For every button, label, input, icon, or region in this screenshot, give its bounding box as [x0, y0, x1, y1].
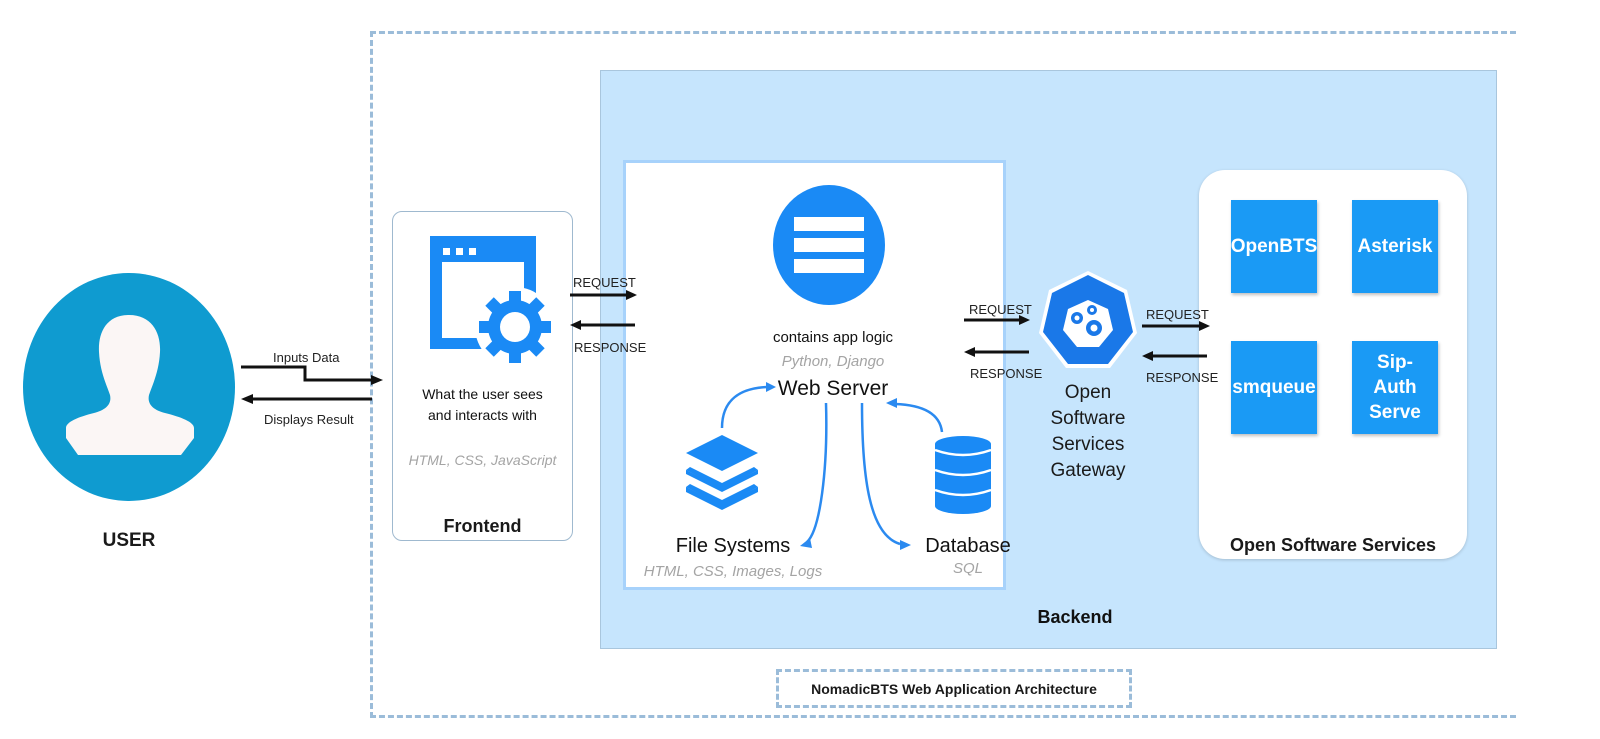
service-tile-asterisk: Asterisk [1352, 200, 1438, 293]
gateway-request-label: REQUEST [969, 302, 1032, 317]
gateway-response-label: RESPONSE [970, 366, 1043, 381]
filesystem-to-webserver-arrow [720, 382, 776, 429]
gateway-label-line1: Open [1064, 382, 1112, 403]
webserver-tech: Python, Django [781, 353, 885, 370]
application-boundary [370, 31, 1516, 718]
user-silhouette-icon [23, 273, 235, 501]
displays-result-arrow [241, 394, 372, 404]
webserver-to-filesystem-arrow [800, 402, 828, 548]
user-label: USER [102, 530, 156, 551]
browser-gear-icon [430, 236, 555, 367]
service-tile-sip-auth-serve: Sip- Auth Serve [1352, 341, 1438, 434]
filesystems-tech: HTML, CSS, Images, Logs [643, 563, 823, 580]
inputs-data-arrow [241, 365, 383, 385]
webserver-to-database-arrow [860, 402, 911, 550]
webserver-title: Web Server [777, 377, 889, 400]
database-tech: SQL [952, 560, 983, 577]
layers-icon [686, 435, 758, 510]
gateway-request-arrow [964, 315, 1030, 325]
filesystems-title: File Systems [675, 535, 791, 557]
database-icon [934, 436, 992, 514]
services-title: Open Software Services [1229, 535, 1437, 555]
frontend-request-arrow [570, 290, 637, 300]
gateway-response-arrow [964, 347, 1029, 357]
frontend-response-arrow [570, 320, 635, 330]
displays-result-label: Displays Result [264, 412, 354, 427]
database-title: Database [925, 535, 1011, 557]
gateway-label-line3: Services [1051, 434, 1125, 455]
service-tile-smqueue: smqueue [1231, 341, 1317, 434]
webserver-description: contains app logic [772, 329, 894, 346]
service-tile-openbts: OpenBTS [1231, 200, 1317, 293]
database-to-webserver-arrow [886, 398, 944, 433]
services-response-label: RESPONSE [1146, 370, 1219, 385]
gateway-label-line4: Gateway [1050, 460, 1126, 481]
backend-label: Backend [1037, 607, 1113, 627]
frontend-tech: HTML, CSS, JavaScript [408, 452, 557, 468]
services-request-arrow [1142, 321, 1210, 331]
frontend-description-line2: and interacts with [428, 407, 537, 423]
services-response-arrow [1142, 351, 1207, 361]
frontend-request-label: REQUEST [573, 275, 636, 290]
frontend-description-line1: What the user sees [422, 386, 543, 402]
gateway-label: Open Software Services Gateway [1038, 380, 1138, 484]
frontend-response-label: RESPONSE [574, 340, 647, 355]
diagram-title: NomadicBTS Web Application Architecture [776, 669, 1132, 708]
services-request-label: REQUEST [1146, 307, 1209, 322]
gateway-gears-icon [1039, 271, 1137, 368]
inputs-data-label: Inputs Data [273, 350, 340, 365]
server-icon [773, 185, 885, 305]
frontend-title: Frontend [443, 516, 522, 536]
gateway-label-line2: Software [1050, 408, 1126, 429]
